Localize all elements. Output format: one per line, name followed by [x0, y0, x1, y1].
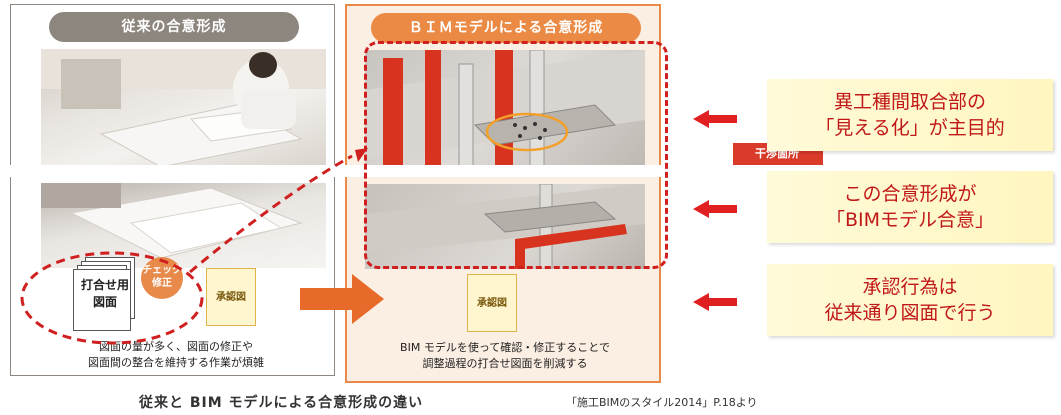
red-left-arrow-icon	[693, 200, 737, 218]
transition-arrow-icon	[300, 274, 384, 324]
badge-line2: 修正	[152, 278, 172, 289]
doc-label-line2: 図面	[92, 295, 117, 309]
connector-curve	[189, 154, 353, 274]
callout-2-line1: この合意形成が	[843, 183, 977, 205]
callout-visualization: 異工種間取合部の 「見える化」が主目的	[767, 79, 1053, 151]
connector-arrowhead	[355, 148, 368, 162]
caption-line1: 図面の量が多く、図面の修正や	[99, 340, 253, 353]
steel-model-illustration-lower	[365, 184, 645, 269]
bim-model-bottom	[365, 184, 645, 269]
conventional-header: 従来の合意形成	[49, 12, 299, 42]
bim-caption-line2: 調整過程の打合せ図面を削減する	[422, 357, 588, 370]
person-photo-illustration	[41, 49, 326, 168]
check-fix-badge: チェック 修正	[141, 257, 183, 299]
conventional-panel: 従来の合意形成 打合せ用 図面 チェック 修正 承認図	[10, 4, 335, 376]
bim-header: ＢＩＭモデルによる合意形成	[371, 13, 641, 43]
red-left-arrow-icon	[693, 293, 737, 311]
bim-panel: ＢＩＭモデルによる合意形成 干渉箇所 承認図 BIM モデルを使って	[345, 4, 823, 383]
red-left-arrow-icon	[693, 110, 737, 128]
meeting-drawing-label: 打合せ用 図面	[77, 277, 133, 311]
drawing-sheet	[73, 269, 131, 331]
callout-bim-agreement: この合意形成が 「BIMモデル合意」	[767, 171, 1053, 243]
drawings-photo-illustration	[41, 183, 303, 259]
figure-title: 従来と BIM モデルによる合意形成の違い	[139, 395, 424, 411]
conventional-caption: 図面の量が多く、図面の修正や 図面間の整合を維持する作業が煩雑	[51, 339, 301, 371]
bim-caption: BIM モデルを使って確認・修正することで 調整過程の打合せ図面を削減する	[357, 340, 653, 372]
meeting-photo-bottom	[41, 183, 326, 268]
approval-drawing-left: 承認図	[206, 268, 256, 326]
doc-label-line1: 打合せ用	[80, 278, 129, 292]
drawing-highlight-ellipse	[20, 251, 204, 345]
figure-source: 「施工BIMのスタイル2014」P.18より	[566, 396, 758, 409]
callout-2-line2: 「BIMモデル合意」	[825, 209, 995, 231]
callout-1-line1: 異工種間取合部の	[833, 91, 986, 113]
callout-3-line1: 承認行為は	[862, 276, 958, 298]
meeting-photo-top	[41, 49, 326, 169]
steel-model-illustration	[365, 50, 645, 170]
bim-caption-line1: BIM モデルを使って確認・修正することで	[400, 341, 610, 354]
callout-1-line2: 「見える化」が主目的	[815, 117, 1005, 139]
bim-model-top	[365, 50, 645, 170]
bim-model-highlight	[364, 41, 668, 269]
callout-3-line2: 従来通り図面で行う	[824, 302, 996, 324]
caption-line2: 図面間の整合を維持する作業が煩雑	[88, 356, 264, 369]
approval-drawing-right: 承認図	[467, 274, 517, 332]
meeting-drawings-stack: 打合せ用 図面	[71, 257, 141, 337]
badge-line1: チェック	[142, 265, 182, 276]
callout-approval: 承認行為は 従来通り図面で行う	[767, 264, 1053, 336]
